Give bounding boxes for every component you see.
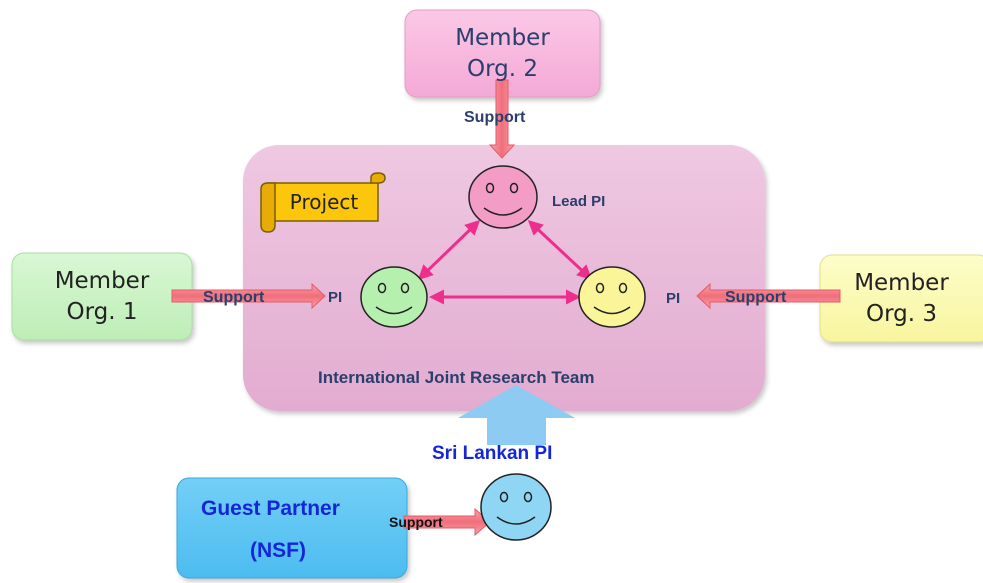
guest-partner-box [176, 477, 408, 579]
member-org-3: Member Org. 3 [820, 257, 983, 340]
member-org-1: Member Org. 1 [12, 255, 192, 338]
member-org-3-line2: Org. 3 [865, 300, 937, 327]
member-org-1-line2: Org. 1 [66, 298, 138, 325]
team-title: International Joint Research Team [318, 368, 595, 387]
support-label-right: Support [725, 289, 787, 306]
member-org-2-line2: Org. 2 [466, 55, 538, 82]
sri-lankan-pi-face-icon [480, 473, 552, 541]
pi-right-face-icon [578, 266, 646, 328]
link-lead-right [527, 219, 593, 281]
lead-pi-label: Lead PI [552, 193, 606, 210]
project-scroll-icon [260, 172, 386, 233]
support-arrow-bottom [403, 507, 491, 537]
sri-lankan-pi-label: Sri Lankan PI [432, 443, 553, 464]
member-org-3-line1: Member [854, 269, 949, 296]
guest-partner-line2: (NSF) [250, 539, 306, 562]
pi-right-label: PI [666, 290, 681, 307]
support-arrow-right [696, 282, 841, 310]
support-arrow-left [171, 282, 326, 310]
support-label-bottom: Support [389, 514, 443, 530]
pi-left-label: PI [328, 289, 343, 306]
project-label: Project [270, 183, 378, 221]
guest-partner-line1: Guest Partner [201, 497, 340, 520]
member-org-1-line1: Member [54, 267, 150, 294]
member-org-2-line1: Member [455, 24, 550, 51]
pi-left-face-icon [360, 266, 428, 328]
link-lead-left [417, 219, 481, 281]
support-label-left: Support [203, 289, 265, 306]
support-label-top: Support [464, 109, 526, 126]
lead-pi-face-icon [468, 165, 538, 229]
support-arrow-top [488, 79, 516, 159]
member-org-2: Member Org. 2 [405, 12, 600, 95]
big-up-arrow [458, 385, 575, 445]
project-label-text: Project [289, 190, 359, 214]
